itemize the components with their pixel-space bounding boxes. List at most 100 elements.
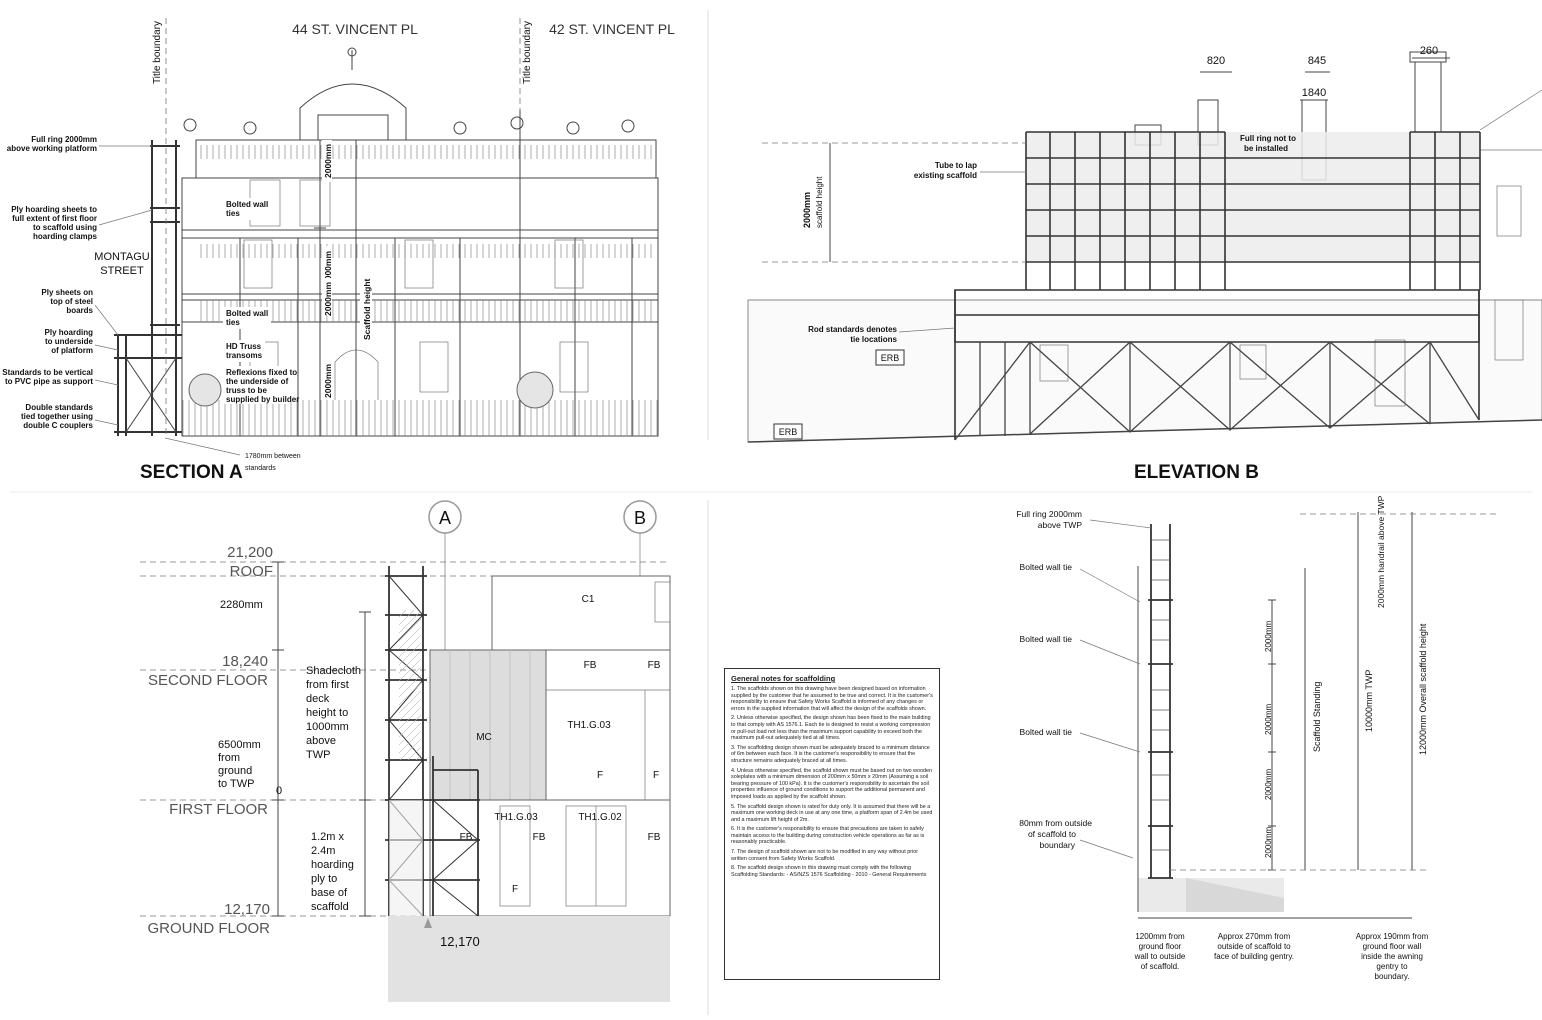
dim-a-1: 2000mm — [323, 144, 333, 178]
d-bottom-1-4: of scaffold. — [1141, 962, 1180, 971]
d-bottom-1-1: 1200mm from — [1135, 932, 1185, 941]
note-item-7: 7. The design of scaffold shown are not … — [731, 849, 919, 862]
dim-2280: 2280mm — [220, 599, 263, 611]
dim-a-4: 2000mm — [323, 364, 333, 398]
note-item-2: 2. Unless otherwise specified, the desig… — [731, 715, 931, 742]
elevation-b: 820 845 1840 260 2000mm scaffold height … — [747, 45, 1542, 483]
general-notes-box: General notes for scaffolding 1. The sca… — [724, 668, 940, 980]
room-fb-4: FB — [533, 832, 546, 843]
sheet-dividers — [10, 10, 1532, 1015]
elevation-b-title: ELEVATION B — [1134, 462, 1259, 483]
scaffold-d — [1148, 524, 1173, 879]
d-dim-3: 2000mm — [1264, 769, 1273, 800]
inner-notes: Bolted wall ties Bolted wall ties HD Tru… — [223, 198, 299, 404]
building-facade — [181, 47, 659, 437]
shadecloth-7: TWP — [306, 749, 330, 761]
level-second-name: SECOND FLOOR — [148, 672, 268, 689]
note-fullring-2: be installed — [1244, 144, 1288, 153]
shadecloth-2: from first — [306, 679, 349, 691]
dim-2000-b: 2000mm — [802, 192, 812, 228]
shadecloth-3: deck — [306, 693, 330, 705]
d-bottom-3-5: boundary. — [1375, 972, 1410, 981]
shadecloth-4: height to — [306, 707, 348, 719]
dim-a-3: 2000mm — [323, 282, 333, 316]
left-notes: Full ring 2000mm above working platform … — [2, 135, 153, 430]
street-name-1: MONTAGU — [94, 251, 149, 263]
note-item-6: 6. It is the customer's responsibility t… — [731, 826, 925, 846]
d-bottom-2-3: face of building gentry. — [1214, 952, 1294, 961]
note-hoard-1: Ply hoarding — [45, 328, 94, 337]
note-ply-2: full extent of first floor — [12, 214, 97, 223]
scaffold-elevation-b — [954, 131, 1481, 440]
inner-note-reflex-2: the underside of — [226, 377, 289, 386]
room-f-1: F — [597, 770, 603, 781]
hoarding-6: scaffold — [311, 901, 349, 913]
note-rod-2: tie locations — [850, 335, 897, 344]
level-roof-value: 21,200 — [227, 544, 273, 561]
d-note-tie-3: Bolted wall tie — [1020, 727, 1073, 737]
d-dim-2000-above: 2000mm handrail above TWP — [1376, 495, 1386, 608]
title-boundary-right: Title boundary — [522, 21, 533, 84]
section-d: Full ring 2000mm above TWP Bolted wall t… — [1016, 495, 1500, 981]
address-44: 44 ST. VINCENT PL — [292, 21, 418, 37]
d-dim-12000: 12000mm Overall scaffold height — [1418, 623, 1428, 755]
note-hoard-3: of platform — [51, 346, 93, 355]
d-bottom-3-2: ground floor wall — [1363, 942, 1422, 951]
erb-tag-2: ERB — [779, 427, 798, 437]
inner-note-bolted-2: ties — [226, 209, 240, 218]
d-bottom-3-3: inside the awning — [1361, 952, 1423, 961]
room-th1g03-upper: TH1.G.03 — [567, 720, 611, 731]
note-full-ring-2: above working platform — [7, 144, 97, 153]
room-fb-2: FB — [648, 660, 661, 671]
shadecloth-1: Shadecloth — [306, 665, 361, 677]
d-note-80mm-2: of scaffold to — [1028, 829, 1076, 839]
hoarding-4: ply to — [311, 873, 337, 885]
title-boundary-left: Title boundary — [152, 21, 163, 84]
scaffold-base-b — [954, 341, 1480, 441]
d-note-80mm-1: 80mm from outside — [1019, 818, 1092, 828]
room-fb-5: FB — [648, 832, 661, 843]
note-item-1: 1. The scaffolds shown on this drawing h… — [731, 686, 933, 712]
inner-note-bolted-4: ties — [226, 318, 240, 327]
room-th1g03: TH1.G.03 — [494, 812, 538, 823]
inner-note-bolted-1: Bolted wall — [226, 200, 268, 209]
note-tube-2: existing scaffold — [914, 171, 977, 180]
room-fb-1: FB — [584, 660, 597, 671]
level-roof-name: ROOF — [230, 563, 273, 580]
d-bottom-2-1: Approx 270mm from — [1218, 932, 1291, 941]
d-bottom-2-2: outside of scaffold to — [1217, 942, 1291, 951]
dim-6500-4: to TWP — [218, 778, 254, 790]
bottom-note-1: 1780mm between — [245, 453, 301, 460]
d-note-fullring-1: Full ring 2000mm — [1016, 509, 1082, 519]
grid-b: B — [634, 508, 646, 528]
d-bottom-3-4: gentry to — [1376, 962, 1408, 971]
section-a: 44 ST. VINCENT PL 42 ST. VINCENT PL Titl… — [2, 18, 675, 483]
level-first-name: FIRST FLOOR — [169, 801, 268, 818]
note-tube-1: Tube to lap — [935, 161, 977, 170]
hoarding-2: 2.4m — [311, 845, 335, 857]
level-ground-value: 12,170 — [224, 901, 270, 918]
dim-820: 820 — [1207, 55, 1225, 67]
section-c: A B 21,200 ROOF 18,240 SECOND FLOOR FIRS… — [140, 500, 671, 1002]
elevation-b-top-dims — [1200, 57, 1450, 101]
note-standards-2: to PVC pipe as support — [5, 377, 93, 386]
note-fullring-1: Full ring not to — [1240, 134, 1296, 143]
general-notes-heading: General notes for scaffolding — [731, 674, 836, 683]
inner-note-truss-1: HD Truss — [226, 342, 262, 351]
d-note-tie-1: Bolted wall tie — [1020, 562, 1073, 572]
hoarding-5: base of — [311, 887, 348, 899]
note-ply-3: to scaffold using — [33, 223, 97, 232]
level-second-value: 18,240 — [222, 653, 268, 670]
d-dim-10000: 10000mm TWP — [1364, 670, 1374, 732]
dim-845: 845 — [1308, 55, 1326, 67]
grid-a: A — [439, 508, 451, 528]
d-note-80mm-3: boundary — [1040, 840, 1076, 850]
note-double-1: Double standards — [25, 403, 93, 412]
scaffold-section-a — [114, 18, 521, 436]
room-th1g02: TH1.G.02 — [578, 812, 622, 823]
hoarding-1: 1.2m x — [311, 831, 345, 843]
d-bottom-1-3: wall to outside — [1134, 952, 1186, 961]
dim-scaffold-height-b: scaffold height — [815, 176, 824, 228]
note-sheets-2: top of steel — [50, 297, 93, 306]
